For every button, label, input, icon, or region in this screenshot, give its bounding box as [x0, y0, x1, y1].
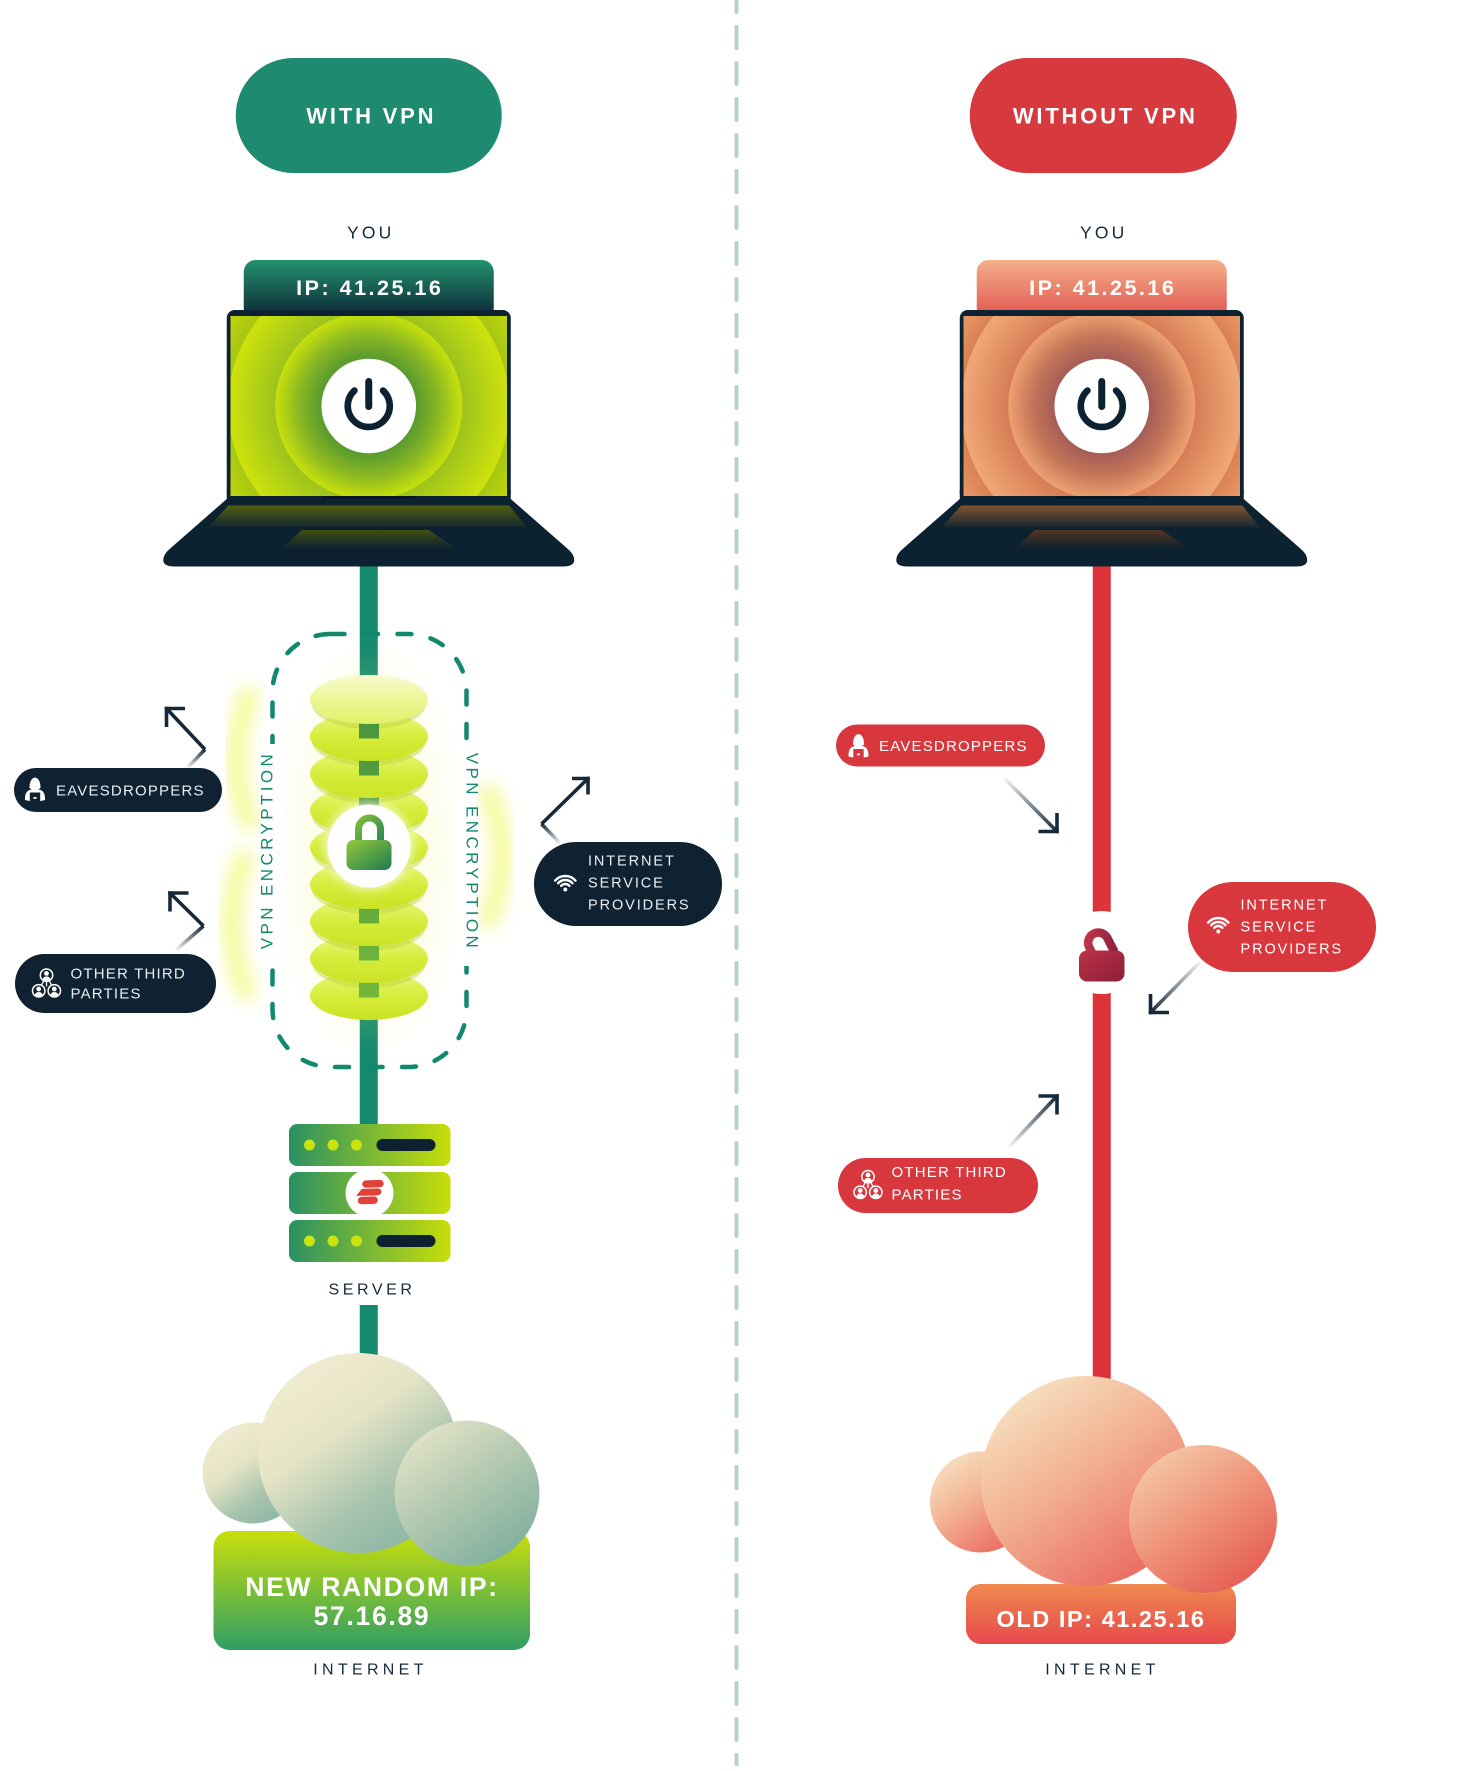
- svg-text:EAVESDROPPERS: EAVESDROPPERS: [879, 738, 1028, 755]
- svg-text:VPN ENCRYPTION: VPN ENCRYPTION: [258, 751, 277, 949]
- svg-text:SERVICE: SERVICE: [1241, 920, 1318, 936]
- svg-text:SERVICE: SERVICE: [588, 876, 665, 892]
- svg-text:PROVIDERS: PROVIDERS: [1241, 942, 1344, 958]
- svg-text:WITHOUT VPN: WITHOUT VPN: [1013, 104, 1198, 129]
- svg-text:WITH VPN: WITH VPN: [306, 104, 436, 129]
- svg-text:INTERNET: INTERNET: [313, 1662, 427, 1679]
- svg-text:YOU: YOU: [347, 223, 395, 243]
- svg-text:OTHER THIRD: OTHER THIRD: [892, 1164, 1007, 1181]
- svg-text:YOU: YOU: [1080, 223, 1128, 243]
- svg-text:EAVESDROPPERS: EAVESDROPPERS: [56, 783, 205, 800]
- svg-text:57.16.89: 57.16.89: [314, 1601, 431, 1631]
- svg-text:OLD IP: 41.25.16: OLD IP: 41.25.16: [997, 1606, 1206, 1632]
- svg-text:INTERNET: INTERNET: [588, 854, 676, 870]
- svg-text:IP: 41.25.16: IP: 41.25.16: [1029, 276, 1176, 300]
- svg-text:VPN ENCRYPTION: VPN ENCRYPTION: [463, 753, 482, 951]
- svg-text:OTHER THIRD: OTHER THIRD: [71, 966, 186, 983]
- svg-text:SERVER: SERVER: [328, 1282, 415, 1299]
- svg-text:PARTIES: PARTIES: [71, 986, 142, 1003]
- svg-text:PARTIES: PARTIES: [892, 1187, 963, 1204]
- svg-text:NEW RANDOM IP:: NEW RANDOM IP:: [245, 1572, 498, 1602]
- svg-text:INTERNET: INTERNET: [1045, 1662, 1159, 1679]
- svg-text:INTERNET: INTERNET: [1241, 898, 1329, 914]
- svg-text:PROVIDERS: PROVIDERS: [588, 898, 691, 914]
- svg-text:IP: 41.25.16: IP: 41.25.16: [296, 276, 443, 300]
